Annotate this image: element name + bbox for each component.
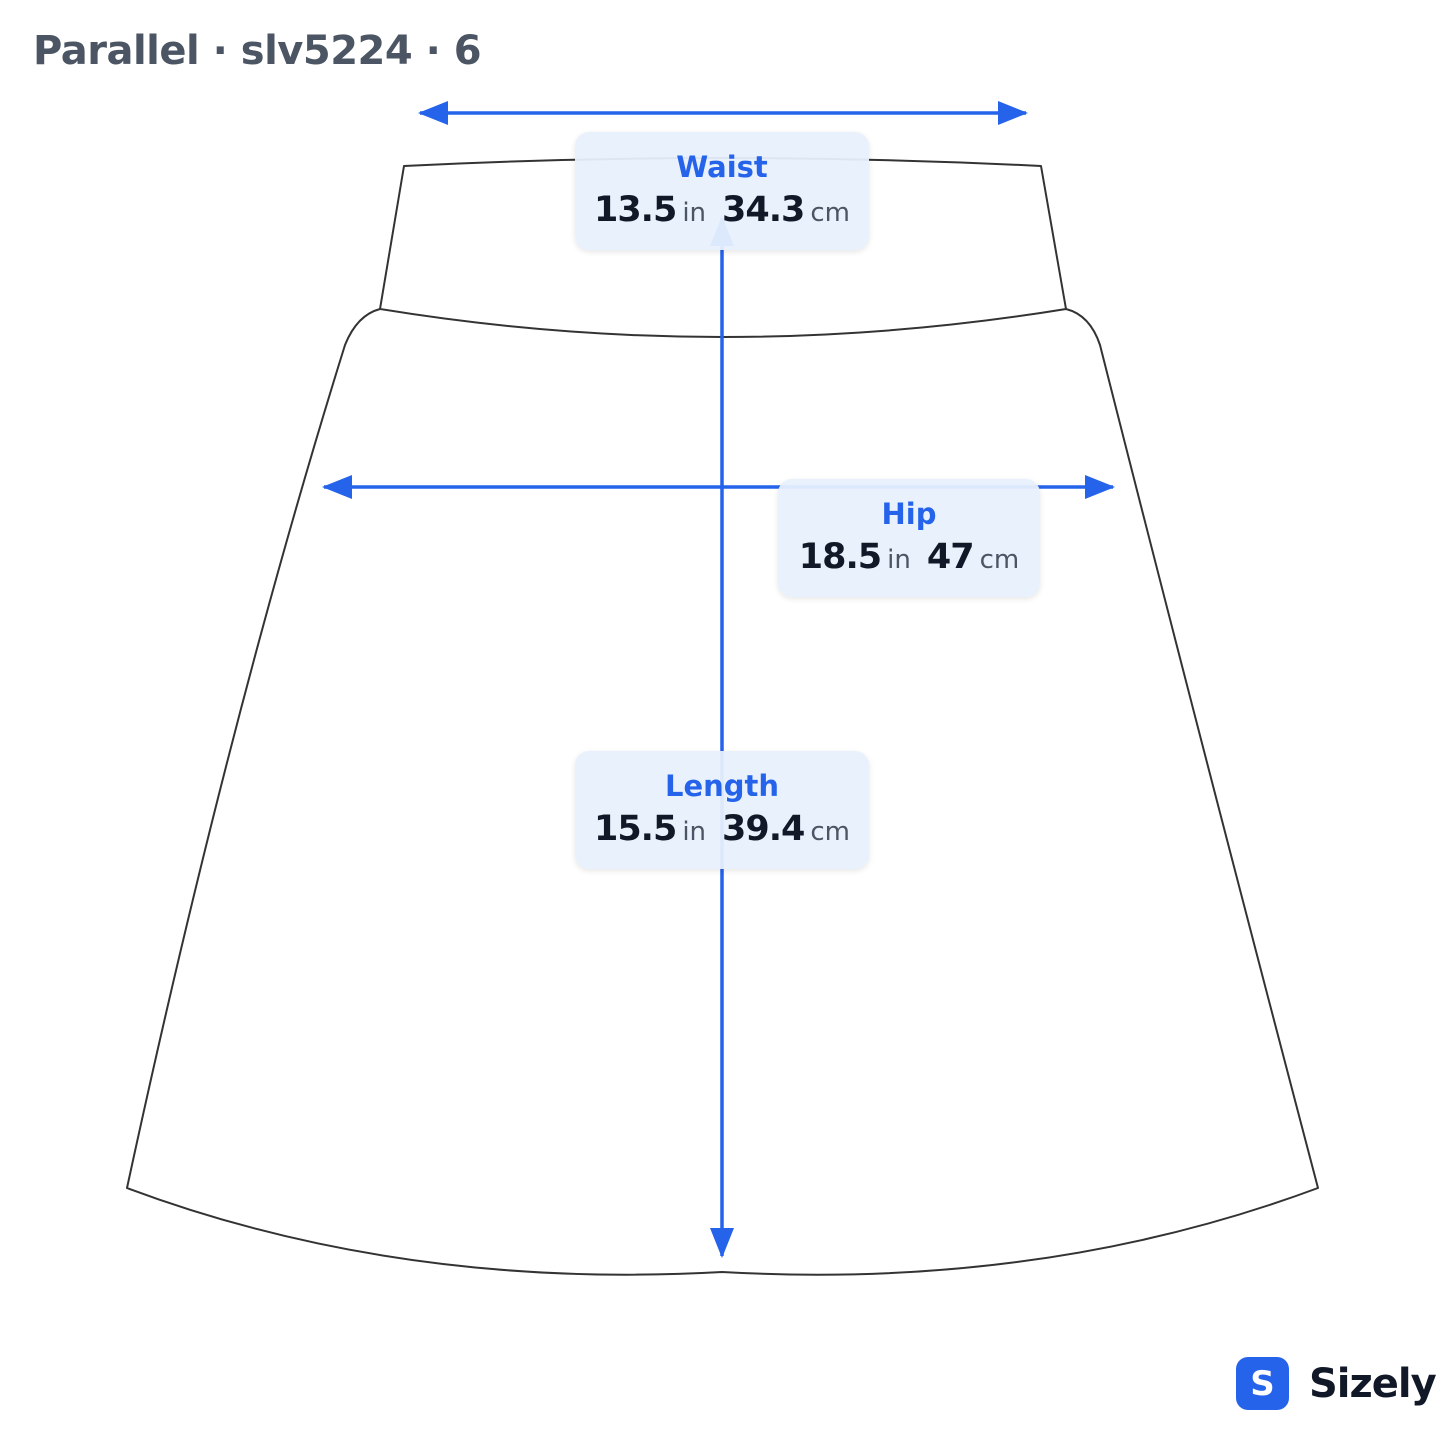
hip-label: Hip xyxy=(881,497,937,531)
waist-inches-unit: in xyxy=(682,198,707,228)
brand-logo: S Sizely xyxy=(1236,1357,1437,1410)
hip-cm: 47 xyxy=(926,537,975,577)
sizely-logo-icon: S xyxy=(1236,1357,1289,1410)
hip-inches-unit: in xyxy=(887,545,911,575)
hip-cm-unit: cm xyxy=(979,545,1020,575)
length-cm-unit: cm xyxy=(810,817,851,847)
waist-label: Waist xyxy=(676,150,768,184)
skirt-body-outline xyxy=(126,308,1319,1276)
length-label: Length xyxy=(664,769,780,803)
waist-cm: 34.3 xyxy=(722,190,805,230)
length-inches: 15.5 xyxy=(593,809,677,849)
waist-cm-unit: cm xyxy=(810,198,851,228)
hip-inches: 18.5 xyxy=(798,537,882,577)
length-cm: 39.4 xyxy=(722,809,805,849)
waist-inches: 13.5 xyxy=(593,190,677,230)
page-title: Parallel · slv5224 · 6 xyxy=(33,28,482,74)
brand-name: Sizely xyxy=(1309,1360,1437,1407)
length-inches-unit: in xyxy=(682,817,707,847)
